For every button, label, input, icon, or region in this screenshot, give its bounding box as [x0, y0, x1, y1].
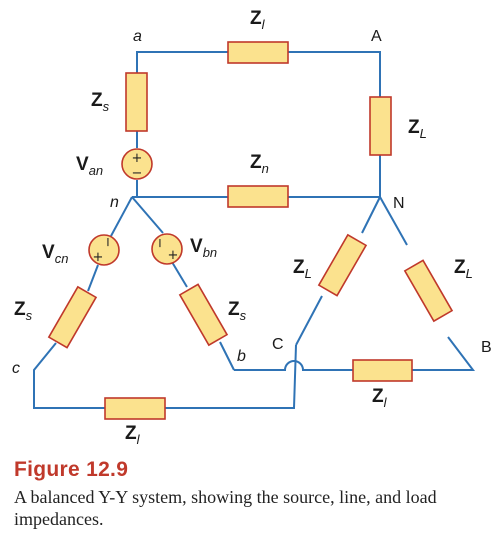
source-vcn: − + [88, 234, 120, 266]
label-source-impedance-c: Zs [14, 299, 33, 323]
label-source-impedance-b: Zs [228, 299, 247, 323]
node-a-label: a [133, 28, 142, 45]
source-van-minus: − [132, 166, 143, 181]
node-c-label: c [12, 360, 20, 377]
label-vcn: Vcn [42, 242, 68, 266]
label-load-impedance-b: ZL [454, 257, 473, 281]
wire-vbn-to-zs [171, 261, 188, 288]
node-N-label: N [393, 195, 405, 212]
source-vcn-minus: − [101, 237, 116, 248]
source-impedance-c [47, 285, 98, 349]
wire-right-line-to-B [412, 336, 476, 371]
wire-n-to-vbn [131, 196, 164, 234]
label-load-impedance-c: ZL [293, 257, 312, 281]
wire-C-to-bottom [165, 344, 297, 409]
line-impedance-bottom [104, 397, 166, 420]
node-n-label: n [110, 194, 119, 211]
source-vbn-symbol [151, 233, 183, 265]
node-B-label: B [481, 339, 492, 356]
wire-zs-c-to-vcn [87, 264, 99, 292]
source-van-symbol [121, 148, 153, 180]
wire-zs-b-to-b [219, 341, 235, 371]
neutral-impedance [227, 185, 289, 208]
source-labels: Van Vbn Vcn [42, 154, 217, 266]
wire-load-c-to-C [295, 295, 323, 346]
voltage-sources: + − − + − + [88, 148, 183, 266]
figure-caption: A balanced Y-Y system, showing the sourc… [14, 487, 437, 529]
node-C-label: C [272, 336, 284, 353]
source-vbn: − + [151, 233, 183, 265]
label-line-impedance-bottom: Zl [125, 423, 141, 447]
label-line-impedance-top: Zl [250, 8, 266, 32]
source-van: + − [121, 148, 153, 181]
load-impedance-a [369, 96, 392, 156]
wire-b-to-C-line [234, 360, 353, 371]
figure-title: Figure 12.9 [14, 458, 129, 481]
impedance-labels: Zl Zs ZL Zn Zs Zs ZL ZL Zl Zl [14, 8, 473, 447]
label-load-impedance-a: ZL [408, 117, 427, 141]
wire-bottom-line-to-c [33, 342, 105, 409]
load-impedance-b [403, 259, 454, 323]
source-vcn-plus: + [93, 250, 104, 265]
source-vbn-plus: + [168, 248, 179, 263]
label-neutral-impedance: Zn [250, 152, 269, 176]
wire-N-to-load-b [379, 196, 408, 246]
y-y-circuit-diagram: + − − + − + Zl Zs ZL Zn Zs Zs ZL ZL Zl Z… [12, 8, 492, 447]
source-van-plus: + [132, 151, 143, 166]
impedances [47, 41, 454, 420]
label-line-impedance-right: Zl [372, 386, 388, 410]
wire-vcn-to-n [110, 196, 133, 237]
source-impedance-b [178, 283, 229, 347]
label-source-impedance-a: Zs [91, 90, 110, 114]
line-impedance-right [352, 359, 413, 382]
node-b-label: b [237, 348, 246, 365]
node-A-label: A [371, 28, 382, 45]
source-vbn-minus: − [153, 238, 168, 249]
load-impedance-c [317, 233, 368, 297]
source-impedance-a [125, 72, 148, 132]
wire-N-to-load-c [361, 196, 381, 234]
node-labels: a n b c A N B C [12, 28, 492, 377]
line-impedance-top [227, 41, 289, 64]
label-van: Van [76, 154, 103, 178]
label-vbn: Vbn [190, 236, 217, 260]
source-vcn-symbol [88, 234, 120, 266]
